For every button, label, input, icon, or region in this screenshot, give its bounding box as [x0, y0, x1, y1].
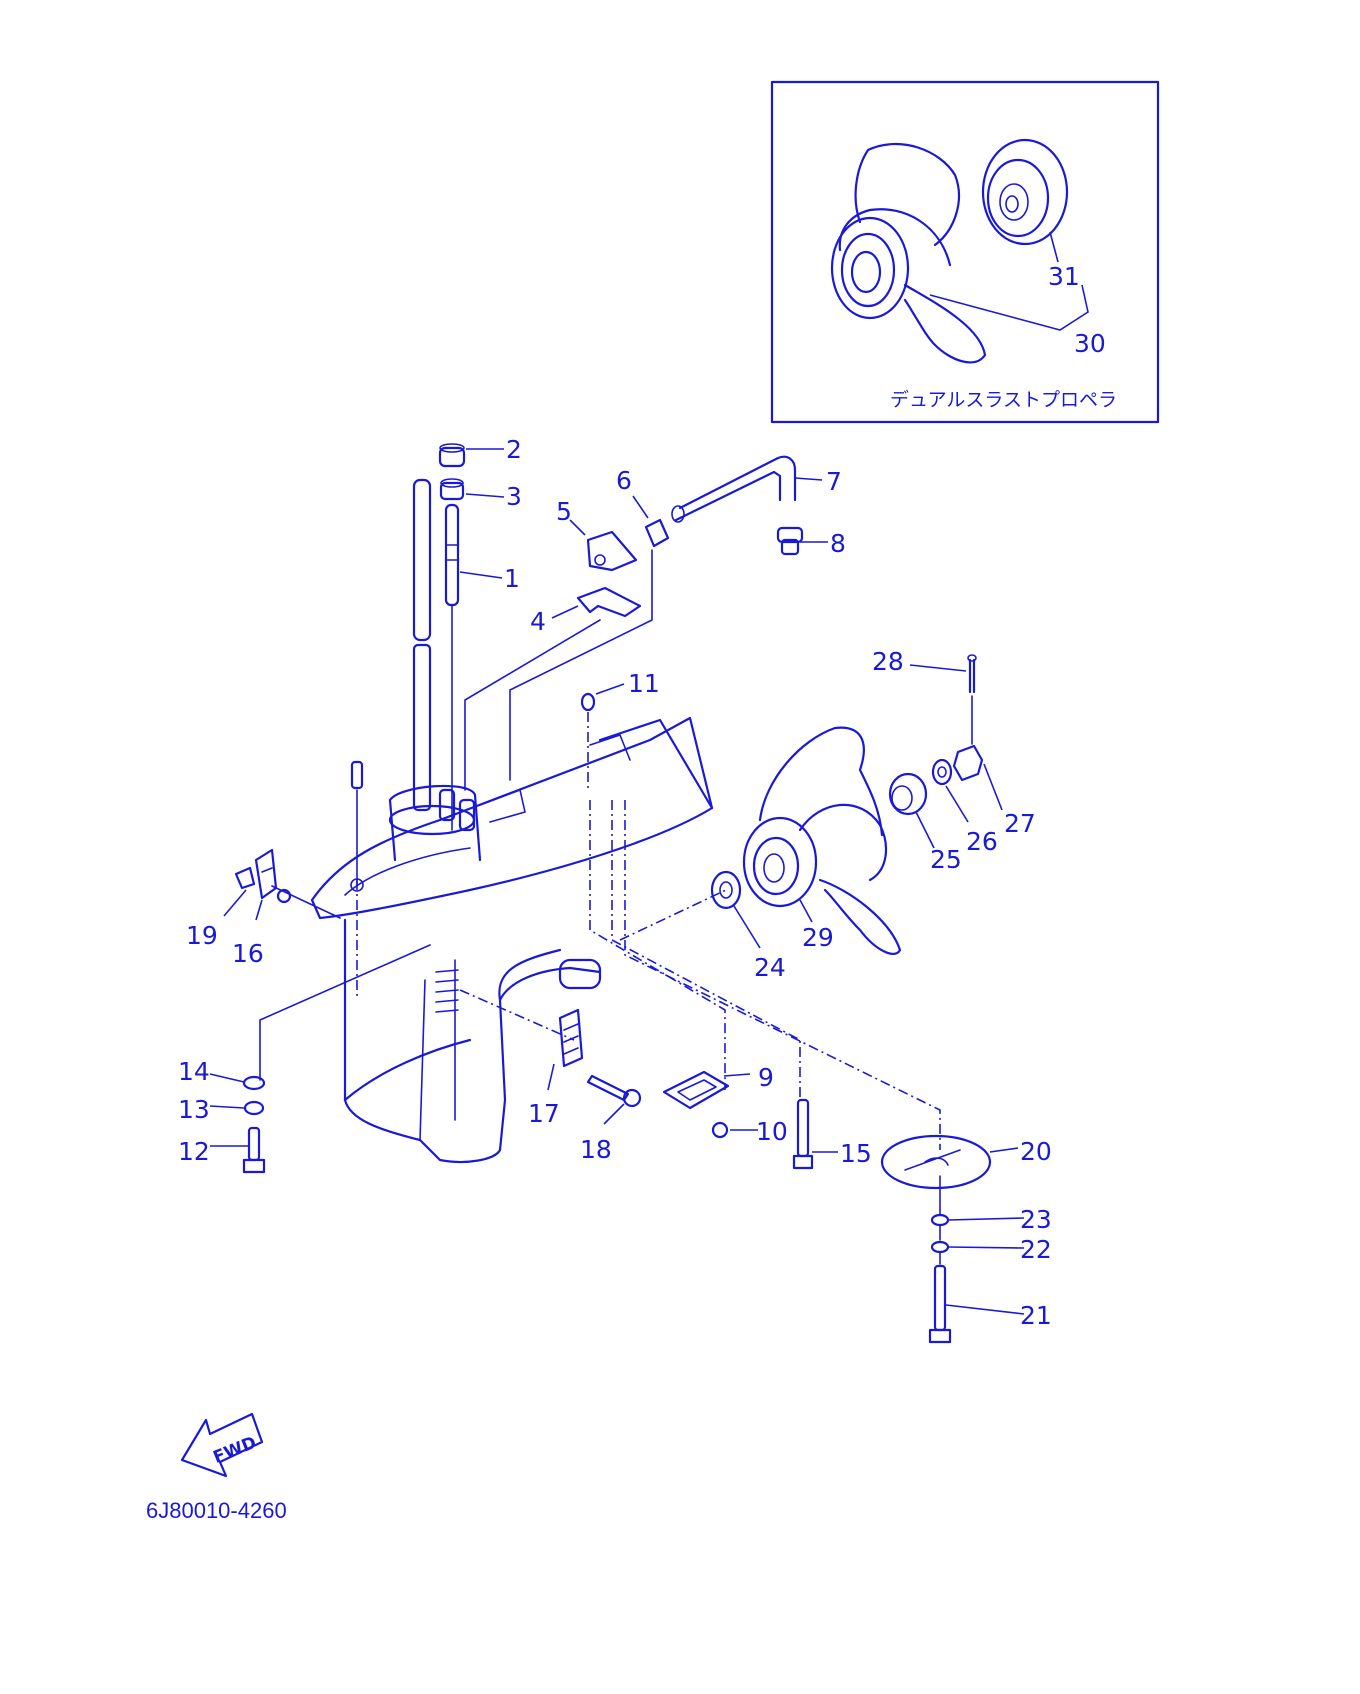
callout-13: 13: [178, 1095, 210, 1124]
inset-frame: [770, 80, 1160, 424]
inset-prop-hub: [830, 216, 910, 320]
inset-propeller: [838, 142, 987, 364]
callout-4: 4: [530, 607, 546, 636]
lower-unit-casing: [310, 478, 714, 1164]
callout-31: 31: [1048, 262, 1080, 291]
callout-23: 23: [1020, 1205, 1052, 1234]
stud-bolt: [350, 760, 364, 892]
part-25-spacer: [888, 772, 928, 816]
part-22-washer: [930, 1240, 950, 1254]
callout-6: 6: [616, 466, 632, 495]
callout-27: 27: [1004, 809, 1036, 838]
fwd-arrow: FWD: [180, 1412, 264, 1478]
callout-10: 10: [756, 1117, 788, 1146]
part-29-propeller: [742, 726, 902, 955]
assembly-lines: [259, 549, 973, 1265]
part-15-bolt: [792, 1098, 814, 1170]
callout-12: 12: [178, 1137, 210, 1166]
inset-dual-thrust-propeller: 31 30 デュアルスラストプロペラ: [770, 80, 1160, 424]
part-21-bolt: [928, 1264, 952, 1344]
part-4-clamp: [576, 586, 642, 618]
part-20-plate: [880, 1134, 992, 1190]
part-9-cover: [662, 1070, 730, 1110]
callout-20: 20: [1020, 1137, 1052, 1166]
part-19-bolt: [234, 866, 256, 890]
part-27-nut: [952, 744, 984, 782]
inset-spacer: [981, 138, 1069, 246]
callout-26: 26: [966, 827, 998, 856]
part-1-shift-rod: [444, 503, 460, 831]
callouts: 2 3 1 4 5 6 7 8 11 28 27 26 25 29 24 19 …: [178, 435, 1052, 1330]
part-28-cotter-pin: [967, 654, 977, 694]
callout-1: 1: [504, 564, 520, 593]
part-2-bushing-cap: [438, 443, 466, 468]
callout-28: 28: [872, 647, 904, 676]
inset-caption: デュアルスラストプロペラ: [890, 389, 1117, 411]
callout-16: 16: [232, 939, 264, 968]
callout-9: 9: [758, 1063, 774, 1092]
callout-14: 14: [178, 1057, 210, 1086]
part-12-bolt: [242, 1126, 266, 1174]
callout-3: 3: [506, 482, 522, 511]
part-23-washer: [930, 1213, 950, 1227]
part-8-grommet: [776, 526, 804, 556]
callout-15: 15: [840, 1139, 872, 1168]
callout-17: 17: [528, 1099, 560, 1128]
callout-18: 18: [580, 1135, 612, 1164]
callout-29: 29: [802, 923, 834, 952]
callout-22: 22: [1020, 1235, 1052, 1264]
callout-30: 30: [1074, 329, 1106, 358]
callout-19: 19: [186, 921, 218, 950]
callout-11: 11: [628, 669, 660, 698]
callout-2: 2: [506, 435, 522, 464]
part-14-nut: [242, 1075, 266, 1091]
part-3-seal: [439, 478, 465, 501]
callout-21: 21: [1020, 1301, 1052, 1330]
part-11-dowel: [580, 692, 596, 712]
callout-5: 5: [556, 497, 572, 526]
part-24-thrust-washer: [710, 870, 742, 910]
part-13-washer: [243, 1100, 265, 1116]
callout-7: 7: [826, 467, 842, 496]
part-18-bolt: [586, 1074, 642, 1108]
part-5-holder: [586, 530, 638, 572]
callout-24: 24: [754, 953, 786, 982]
part-16-anode: [254, 848, 292, 904]
part-6-grommet: [644, 518, 670, 548]
fwd-label: FWD: [211, 1433, 260, 1468]
callout-8: 8: [830, 529, 846, 558]
leader-lines: [209, 448, 1025, 1315]
part-10-screw: [711, 1121, 729, 1139]
drawing-code: 6J80010-4260: [146, 1498, 287, 1523]
part-7-water-tube: [671, 455, 797, 523]
callout-25: 25: [930, 845, 962, 874]
part-26-washer: [931, 758, 953, 786]
